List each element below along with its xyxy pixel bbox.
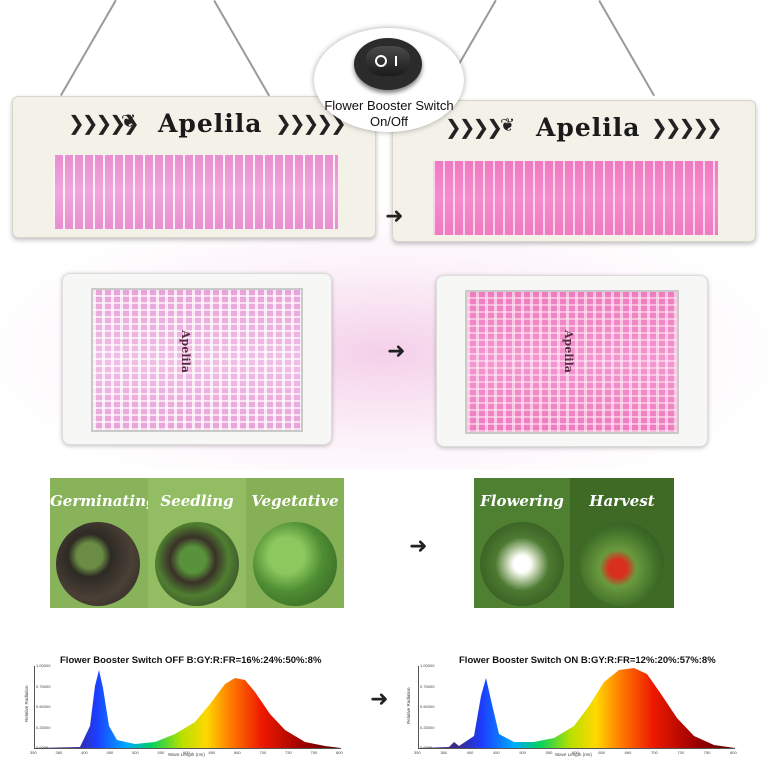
x-tick-label: 650 xyxy=(208,750,216,755)
x-tick-label: 800 xyxy=(336,750,343,755)
stage-harvest: Harvest xyxy=(570,478,674,608)
x-tick-label: 750 xyxy=(310,750,318,755)
brand-logo: Apelila xyxy=(562,330,575,373)
hanging-wire xyxy=(60,0,117,97)
y-tick-label: 0.75000 xyxy=(420,683,435,689)
y-tick-label: 1.00000 xyxy=(420,663,435,668)
brand-logo: Apelila xyxy=(536,113,641,142)
x-tick-label: 600 xyxy=(572,750,579,755)
x-tick-label: 500 xyxy=(132,750,139,755)
germinating-photo xyxy=(56,522,140,606)
chevron-icon: ❯❯❯❯❯ xyxy=(68,111,140,135)
rocker-switch-icon xyxy=(354,38,422,90)
flower-booster-switch-callout: Flower Booster Switch On/Off xyxy=(314,28,464,132)
flowering-photo xyxy=(480,522,564,606)
led-array xyxy=(433,161,718,235)
x-tick-label: 380 xyxy=(440,750,448,755)
y-tick-label: 0.50000 xyxy=(36,704,51,709)
leaf-icon: ❦ xyxy=(500,115,516,135)
x-tick-label: 660 xyxy=(234,750,241,755)
x-tick-label: 380 xyxy=(55,750,63,755)
hanging-wire xyxy=(213,0,270,97)
stage-label: Harvest xyxy=(589,492,655,510)
x-tick-label: 550 xyxy=(157,750,165,755)
led-array xyxy=(465,290,679,434)
leaf-icon: ❦ xyxy=(121,111,137,131)
switch-label-line1: Flower Booster Switch xyxy=(324,98,454,113)
x-tick-label: 350 xyxy=(414,750,421,755)
y-tick-label: 0.25000 xyxy=(420,724,435,730)
grow-light-on-front: Apelila xyxy=(436,275,708,447)
x-tick-label: 700 xyxy=(259,750,267,755)
stage-label: Vegetative xyxy=(251,492,339,510)
y-tick-label: 0.25000 xyxy=(36,724,51,730)
led-array xyxy=(53,155,338,229)
stage-label: Seedling xyxy=(160,492,234,510)
spectrum-off-ylabel: Relative Radiation xyxy=(24,685,29,722)
arrow-right-icon: ➜ xyxy=(385,204,404,229)
grow-light-off-side: ❯❯❯❯❯ ❦ Apelila ❯❯❯❯❯ xyxy=(12,96,376,238)
arrow-right-icon: ➜ xyxy=(387,339,406,364)
arrow-right-icon: ➜ xyxy=(409,534,428,559)
vegetative-photo xyxy=(253,522,337,606)
x-tick-label: 700 xyxy=(651,750,658,755)
y-tick-label: 0.0000 xyxy=(420,745,433,750)
spectrum-off-chart xyxy=(34,666,341,749)
x-tick-label: 730 xyxy=(677,750,685,755)
x-tick-label: 660 xyxy=(624,750,632,755)
x-tick-label: 350 xyxy=(30,750,37,755)
chevron-icon: ❯❯❯❯ xyxy=(445,115,503,139)
stage-label: Flowering xyxy=(480,492,564,510)
y-tick-label: 1.00000 xyxy=(36,663,51,668)
stage-vegetative: Vegetative xyxy=(246,478,344,608)
spectrum-off-title: Flower Booster Switch OFF B:GY:R:FR=16%:… xyxy=(60,655,322,666)
harvest-photo xyxy=(580,522,664,606)
spectrum-on-ylabel: Relative Radiation xyxy=(406,687,411,724)
stage-flowering: Flowering xyxy=(474,478,570,608)
spectrum-on-title: Flower Booster Switch ON B:GY:R:FR=12%:2… xyxy=(459,655,716,666)
y-tick-label: 0.50000 xyxy=(420,704,435,709)
brand-logo: Apelila xyxy=(158,109,263,138)
arrow-right-icon: ➜ xyxy=(370,687,389,712)
x-tick-label: 750 xyxy=(703,750,711,755)
x-tick-label: 600 xyxy=(183,750,190,755)
x-tick-label: 450 xyxy=(106,750,114,755)
x-tick-label: 500 xyxy=(519,750,527,755)
x-tick-label: 730 xyxy=(285,750,292,755)
switch-label-line2: On/Off xyxy=(369,114,409,129)
x-tick-label: 450 xyxy=(493,750,500,755)
stage-germinating: Germinating xyxy=(50,478,157,608)
y-tick-label: 0.75000 xyxy=(36,683,51,689)
grow-light-on-side: ❯❯❯❯ ❦ Apelila ❯❯❯❯❯ xyxy=(392,100,756,242)
x-tick-label: 400 xyxy=(466,750,474,755)
x-tick-label: 650 xyxy=(598,750,606,755)
spectrum-on-chart xyxy=(418,666,735,749)
x-tick-label: 400 xyxy=(81,750,88,755)
seedling-photo xyxy=(155,522,239,606)
spectrum-off-xlabel: Wave Length (nm) xyxy=(168,752,205,757)
led-array xyxy=(91,288,303,432)
x-tick-label: 800 xyxy=(730,750,737,755)
hanging-wire xyxy=(598,0,655,97)
chevron-icon: ❯❯❯❯❯ xyxy=(651,115,723,139)
y-tick-label: 0.0000 xyxy=(36,745,49,750)
stage-seedling: Seedling xyxy=(148,478,246,608)
spectrum-on-xlabel: Wave Length (nm) xyxy=(555,752,592,757)
stage-label: Germinating xyxy=(50,492,157,510)
x-tick-label: 550 xyxy=(545,750,553,755)
brand-logo: Apelila xyxy=(179,330,192,373)
grow-light-off-front: Apelila xyxy=(62,273,332,445)
